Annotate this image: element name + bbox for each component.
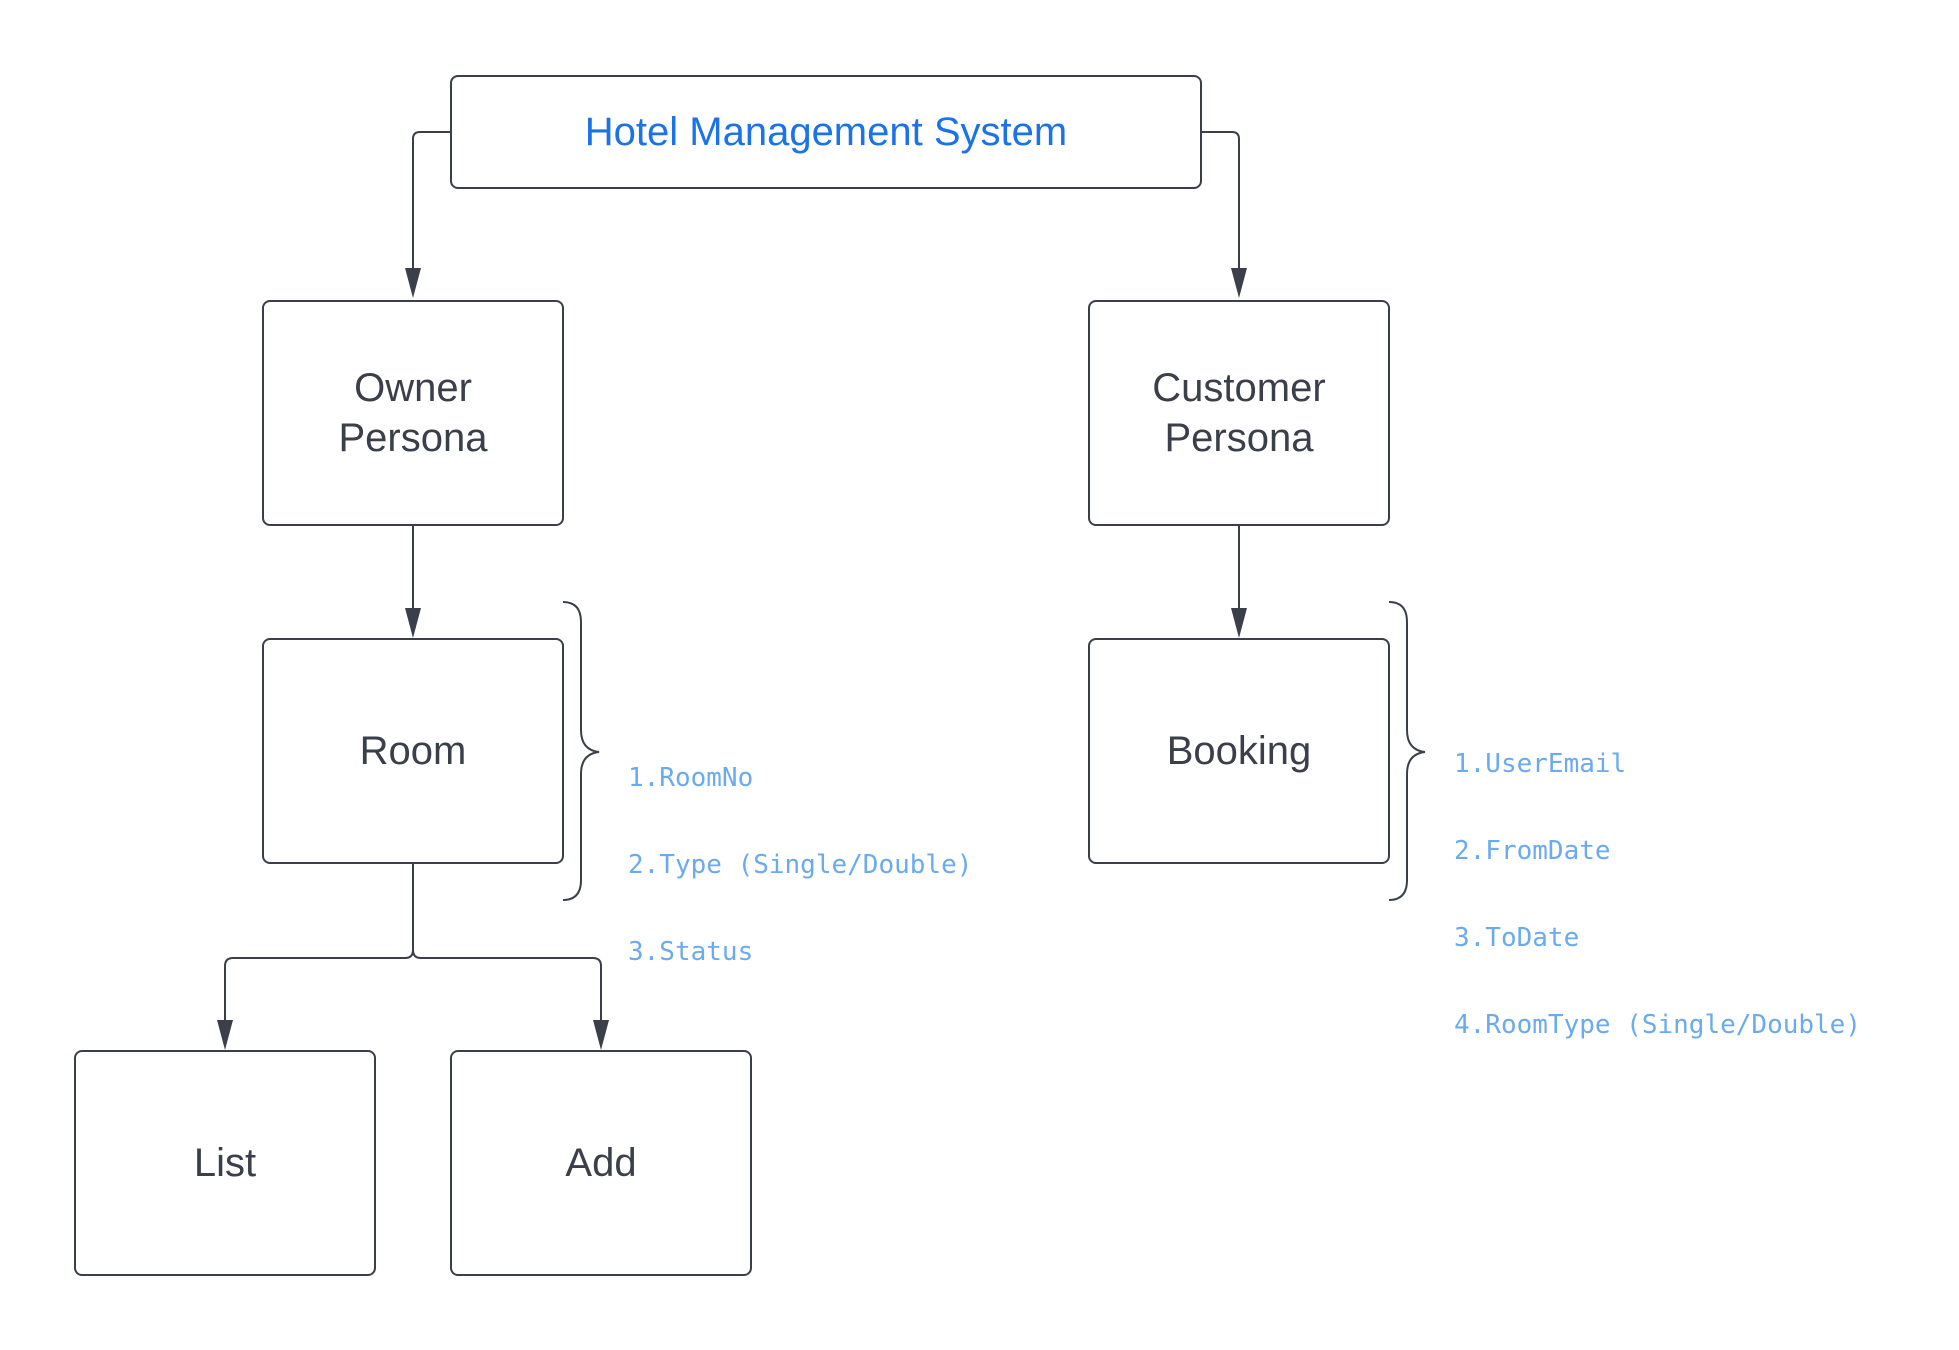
room-attribute: 1.RoomNo [628,763,754,793]
room-attributes-list: 1.RoomNo 2.Type (Single/Double) 3.Status [628,706,972,1025]
booking-attribute: 2.FromDate [1454,836,1611,866]
connector-room-to-list [224,864,414,1032]
arrowhead-list [217,1020,233,1050]
connector-room-to-add [412,949,602,1032]
add-node[interactable]: Add [450,1050,752,1276]
room-attribute: 3.Status [628,937,754,967]
arrowhead-customer [1231,268,1247,298]
connector-title-to-owner [412,131,451,282]
customer-persona-node[interactable]: Customer Persona [1088,300,1390,526]
brace-booking-attributes [1388,601,1426,901]
list-node[interactable]: List [74,1050,376,1276]
arrowhead-booking [1231,608,1247,638]
brace-room-attributes [562,601,600,901]
title-node[interactable]: Hotel Management System [450,75,1202,189]
owner-persona-node[interactable]: Owner Persona [262,300,564,526]
booking-node[interactable]: Booking [1088,638,1390,864]
arrowhead-add [593,1020,609,1050]
connector-title-to-customer [1201,131,1240,282]
arrowhead-room [405,608,421,638]
booking-attribute: 3.ToDate [1454,923,1580,953]
booking-attribute: 1.UserEmail [1454,749,1627,779]
arrowhead-owner [405,268,421,298]
booking-attributes-list: 1.UserEmail 2.FromDate 3.ToDate 4.RoomTy… [1454,692,1861,1098]
room-attribute: 2.Type (Single/Double) [628,850,973,880]
booking-attribute: 4.RoomType (Single/Double) [1454,1010,1861,1040]
room-node[interactable]: Room [262,638,564,864]
